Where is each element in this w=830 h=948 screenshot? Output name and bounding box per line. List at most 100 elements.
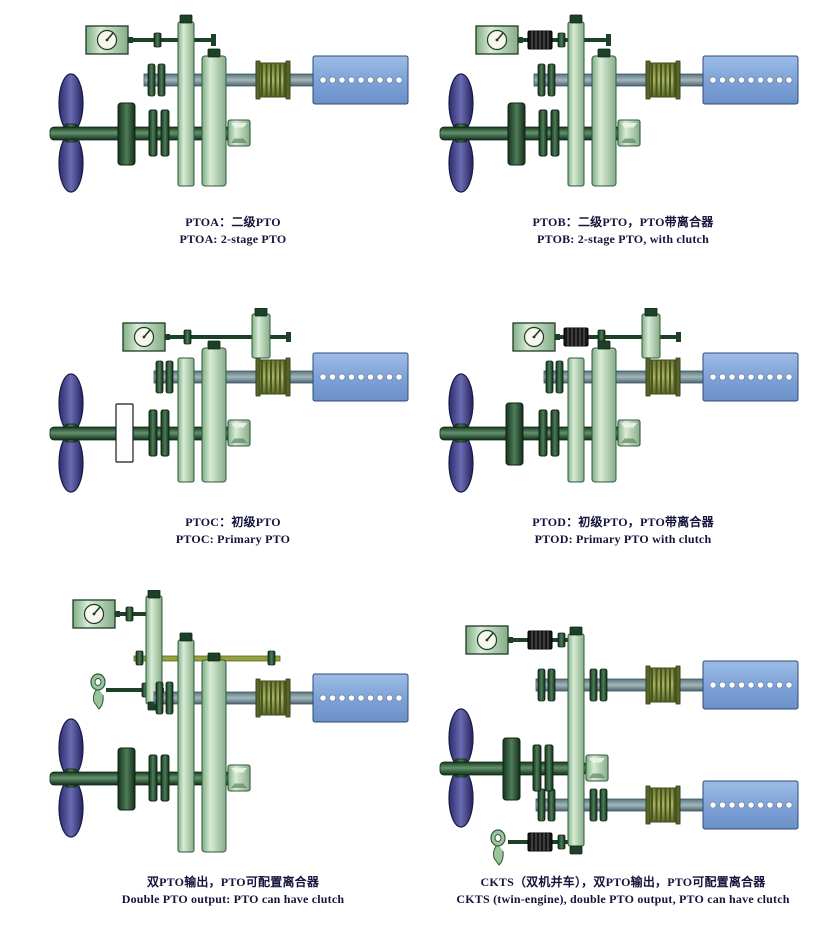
elastic-coupling	[255, 357, 291, 397]
shaft-end-nut	[617, 419, 641, 447]
column-cap	[207, 340, 221, 350]
shaft-end-nut	[585, 754, 609, 782]
caption-ptob: PTOB：二级PTO，PTO带离合器 PTOB: 2-stage PTO, wi…	[428, 214, 818, 248]
caption-cn: PTOD：初级PTO，PTO带离合器	[532, 515, 714, 529]
pto-output-shaft	[168, 335, 252, 339]
shaft-collar	[557, 834, 566, 850]
shaft-collar	[153, 32, 162, 48]
gauge-stub	[555, 334, 560, 340]
caption-en: PTOA: 2-stage PTO	[179, 232, 287, 246]
shaft-collar	[135, 650, 144, 666]
output-flange	[502, 737, 521, 801]
ptoa-schematic	[49, 14, 409, 193]
column-cap	[597, 48, 611, 58]
gauge-stub	[518, 37, 523, 43]
gearbox-column	[567, 633, 585, 847]
column-cap	[569, 845, 583, 855]
white-flange	[115, 403, 134, 463]
gauge-stub	[165, 334, 170, 340]
elastic-coupling	[645, 60, 681, 100]
caption-ckts: CKTS（双机并车），双PTO输出，PTO可配置离合器 CKTS (twin-e…	[428, 874, 818, 908]
pto-gauge-icon	[122, 322, 166, 352]
caption-cn: PTOB：二级PTO，PTO带离合器	[532, 215, 714, 229]
engine-block-2	[702, 780, 799, 830]
column-cap	[254, 308, 268, 317]
output-flange	[505, 402, 524, 466]
hook-handle	[90, 673, 106, 710]
gearbox-wide-column	[201, 347, 227, 483]
caption-en: Double PTO output: PTO can have clutch	[121, 892, 345, 906]
pto-gauge-icon	[72, 599, 116, 629]
ptob-schematic	[439, 14, 799, 193]
engine-block	[312, 55, 409, 105]
column-cap	[569, 626, 583, 636]
shaft-collar	[557, 632, 566, 648]
column-cap	[569, 14, 583, 24]
caption-cn: PTOC：初级PTO	[185, 515, 281, 529]
gearbox-wide-column	[591, 347, 617, 483]
control-rod	[106, 688, 164, 692]
shaft-end-nut	[227, 119, 251, 147]
pto-gear-column	[251, 313, 271, 359]
column-cap	[597, 340, 611, 350]
shaft-end-nut	[227, 419, 251, 447]
caption-en: PTOD: Primary PTO with clutch	[534, 532, 712, 546]
caption-en: CKTS (twin-engine), double PTO output, P…	[456, 892, 790, 906]
pto-output-shaft	[523, 38, 608, 42]
gearbox-narrow-column	[177, 639, 195, 853]
gearbox-wide-column	[201, 55, 227, 187]
pto-clutch	[527, 30, 553, 50]
pto-output-shaft-1	[120, 612, 148, 616]
engine-block	[702, 352, 799, 402]
pto-shaft-stub	[270, 335, 288, 339]
elastic-coupling	[255, 678, 291, 718]
elastic-coupling-2	[645, 785, 681, 825]
shaft-collar	[183, 329, 192, 345]
caption-cn: 双PTO输出，PTO可配置离合器	[146, 875, 320, 889]
pto-gauge-icon	[475, 25, 519, 55]
gearbox-wide-column	[201, 659, 227, 853]
pto-gauge-icon	[85, 25, 129, 55]
output-flange	[507, 102, 526, 166]
gauge-stub	[508, 637, 513, 643]
engine-block-1	[702, 660, 799, 710]
elastic-coupling-1	[645, 665, 681, 705]
caption-ptoc: PTOC：初级PTO PTOC: Primary PTO	[38, 514, 428, 548]
caption-en: PTOC: Primary PTO	[175, 532, 291, 546]
shaft-end-cap	[211, 34, 216, 46]
pto-gauge-icon	[465, 625, 509, 655]
shaft-end-nut	[227, 764, 251, 792]
caption-ptod: PTOD：初级PTO，PTO带离合器 PTOD: Primary PTO wit…	[428, 514, 818, 548]
output-flange	[117, 102, 136, 166]
diagram-ptoa: PTOA：二级PTO PTOA: 2-stage PTO	[38, 8, 428, 248]
column-cap	[644, 308, 658, 317]
gearbox-narrow-column	[567, 357, 585, 483]
shaft-collar	[557, 32, 566, 48]
column-cap	[207, 48, 221, 58]
column-cap	[207, 652, 221, 662]
gearbox-narrow-column	[177, 357, 195, 483]
output-flange	[117, 747, 136, 811]
caption-cn: CKTS（双机并车），双PTO输出，PTO可配置离合器	[480, 875, 766, 889]
pto-output-shaft	[133, 38, 213, 42]
pto-clutch	[563, 327, 589, 347]
shaft-end-nut	[617, 119, 641, 147]
diagram-ptoc: PTOC：初级PTO PTOC: Primary PTO	[38, 308, 428, 548]
shaft-collar	[267, 650, 276, 666]
diagram-double-pto: 双PTO输出，PTO可配置离合器 Double PTO output: PTO …	[38, 590, 428, 908]
gauge-stub	[115, 611, 120, 617]
diagram-ckts: CKTS（双机并车），双PTO输出，PTO可配置离合器 CKTS (twin-e…	[428, 590, 818, 908]
pto-shaft-stub	[660, 335, 678, 339]
caption-cn: PTOA：二级PTO	[185, 215, 281, 229]
hook-handle	[490, 829, 506, 866]
double-pto-schematic	[49, 590, 409, 853]
elastic-coupling	[255, 60, 291, 100]
diagram-ptod: PTOD：初级PTO，PTO带离合器 PTOD: Primary PTO wit…	[428, 308, 818, 548]
pto-gear-column	[641, 313, 661, 359]
pto-clutch-bottom	[527, 832, 553, 852]
caption-ptoa: PTOA：二级PTO PTOA: 2-stage PTO	[38, 214, 428, 248]
shaft-end-cap	[286, 332, 291, 342]
engine-block	[702, 55, 799, 105]
column-cap	[179, 14, 193, 24]
